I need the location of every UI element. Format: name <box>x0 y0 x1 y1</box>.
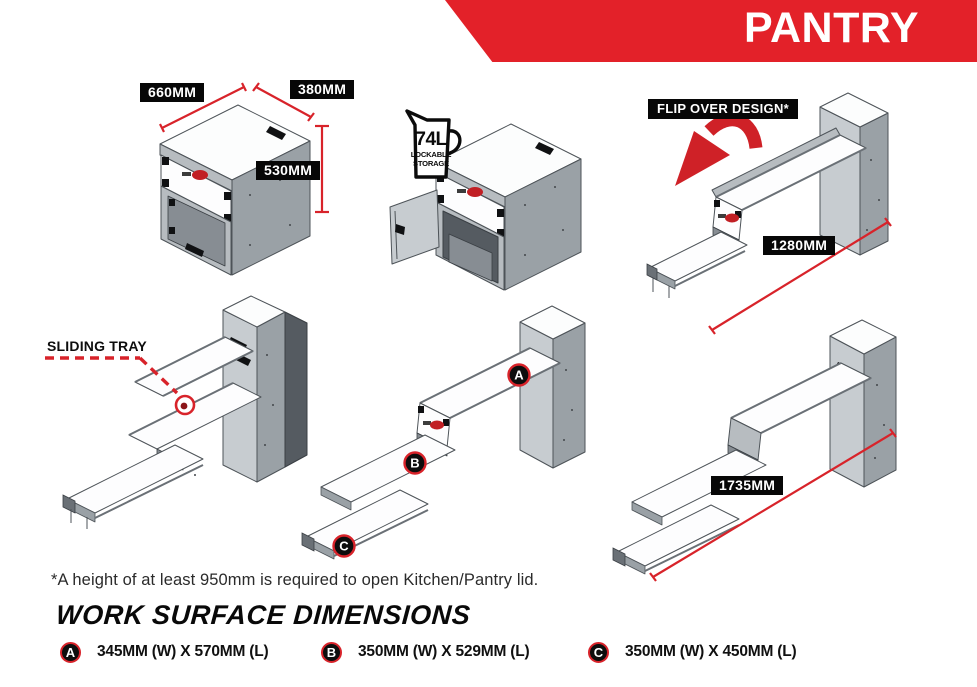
door-handle-slot-icon <box>185 243 204 257</box>
storage-capacity: 74L <box>415 129 447 150</box>
work-surface-list: A 345MM (W) X 570MM (L) B 350MM (W) X 52… <box>60 640 920 666</box>
panel-latch <box>437 195 444 203</box>
svg-text:B: B <box>410 456 419 471</box>
tray-end-bracket <box>301 532 315 552</box>
dim-line-380 <box>252 82 315 122</box>
tower-right-panel <box>552 322 586 469</box>
tower-right-panel <box>863 336 897 488</box>
drawing-closed-unit <box>159 82 329 276</box>
door-hinge <box>169 227 175 234</box>
surface-badge-c: C <box>332 534 356 558</box>
door-hinge <box>169 199 175 206</box>
dim-label-530: 530MM <box>256 161 321 180</box>
drawing-flip-over-unit <box>646 92 892 335</box>
storage-jug-icon: 74L LOCKABLE STORAGE <box>405 109 462 179</box>
sliding-tray-leader <box>45 356 179 395</box>
work-surface-heading: WORK SURFACE DIMENSIONS <box>55 600 472 630</box>
unit-right-panel <box>504 158 582 291</box>
surface-c <box>305 489 429 552</box>
dim-line-660 <box>159 82 247 133</box>
sliding-tray-label: SLIDING TRAY <box>47 338 147 354</box>
height-footnote: *A height of at least 950mm is required … <box>51 571 539 589</box>
work-surface-item-b: B 350MM (W) X 529MM (L) <box>321 640 530 664</box>
badge-c: C <box>588 641 609 663</box>
tower-top-cap <box>819 92 889 128</box>
tower-top-cap <box>222 295 286 328</box>
panel-latch <box>224 214 231 222</box>
dim-label-1280: 1280MM <box>763 236 836 255</box>
page-title: PANTRY <box>744 4 919 52</box>
work-surface-item-a: A 345MM (W) X 570MM (L) <box>60 640 269 664</box>
tower-top-cap <box>829 319 897 355</box>
brand-logo <box>457 187 483 197</box>
tray-end-bracket <box>62 494 76 514</box>
panel-latch <box>224 192 231 200</box>
brand-logo <box>182 170 208 180</box>
surface-b <box>320 434 456 503</box>
tower-left-panel <box>829 335 865 488</box>
drawing-open-door-unit: 74L LOCKABLE STORAGE <box>389 109 582 291</box>
dim-label-660: 660MM <box>140 83 205 102</box>
brand-logo <box>718 213 739 223</box>
tower-right-panel <box>859 112 889 256</box>
dim-label-380: 380MM <box>290 80 355 99</box>
drawing-sliding-tray-unit <box>45 295 308 529</box>
size-b: 350MM (W) X 529MM (L) <box>358 643 530 660</box>
tray-end-bracket <box>612 547 626 567</box>
flip-over-label: FLIP OVER DESIGN* <box>648 99 798 119</box>
panel-latch <box>162 157 169 165</box>
flip-arrow-icon <box>675 113 763 186</box>
drawing-extended-unit-dimensioned <box>612 319 897 582</box>
tower-top-cap <box>519 305 586 340</box>
drawing-extended-unit-badged: A B C <box>301 305 586 560</box>
panel-latch <box>497 229 504 237</box>
dim-label-1735: 1735MM <box>711 476 784 495</box>
dim-line-1735 <box>649 428 897 582</box>
panel-latch <box>162 179 169 187</box>
door-knob-icon <box>395 224 405 235</box>
lid-handle-slot-icon <box>266 126 286 140</box>
dim-line-530 <box>315 124 329 214</box>
open-door-panel <box>389 189 440 265</box>
work-surface-item-c: C 350MM (W) X 450MM (L) <box>588 640 797 664</box>
size-c: 350MM (W) X 450MM (L) <box>625 643 797 660</box>
size-a: 345MM (W) X 570MM (L) <box>97 643 269 660</box>
sliding-tray-marker-icon <box>174 394 196 416</box>
storage-line2: STORAGE <box>413 159 449 168</box>
dim-line-1280 <box>708 217 892 335</box>
tower-left-panel <box>819 106 861 256</box>
svg-text:C: C <box>339 539 349 554</box>
brand-logo <box>423 420 444 430</box>
tower-left-panel <box>519 321 554 469</box>
surface-badge-b: B <box>403 451 427 475</box>
opening-interior <box>448 233 493 282</box>
tower-back-panel <box>284 311 308 468</box>
tray-frame <box>631 501 663 526</box>
front-rim <box>159 143 233 192</box>
tray-end-bracket <box>646 263 658 281</box>
panel-latch <box>497 209 504 217</box>
surface-badge-a: A <box>507 363 531 387</box>
svg-text:A: A <box>514 368 524 383</box>
lid-handle-slot-icon <box>535 142 554 155</box>
front-door <box>167 195 226 267</box>
storage-line1: LOCKABLE <box>411 150 452 159</box>
banner: PANTRY <box>445 0 977 62</box>
lower-tray <box>66 444 204 514</box>
badge-b: B <box>321 641 342 663</box>
tray-frame <box>320 486 352 511</box>
badge-a: A <box>60 641 81 663</box>
